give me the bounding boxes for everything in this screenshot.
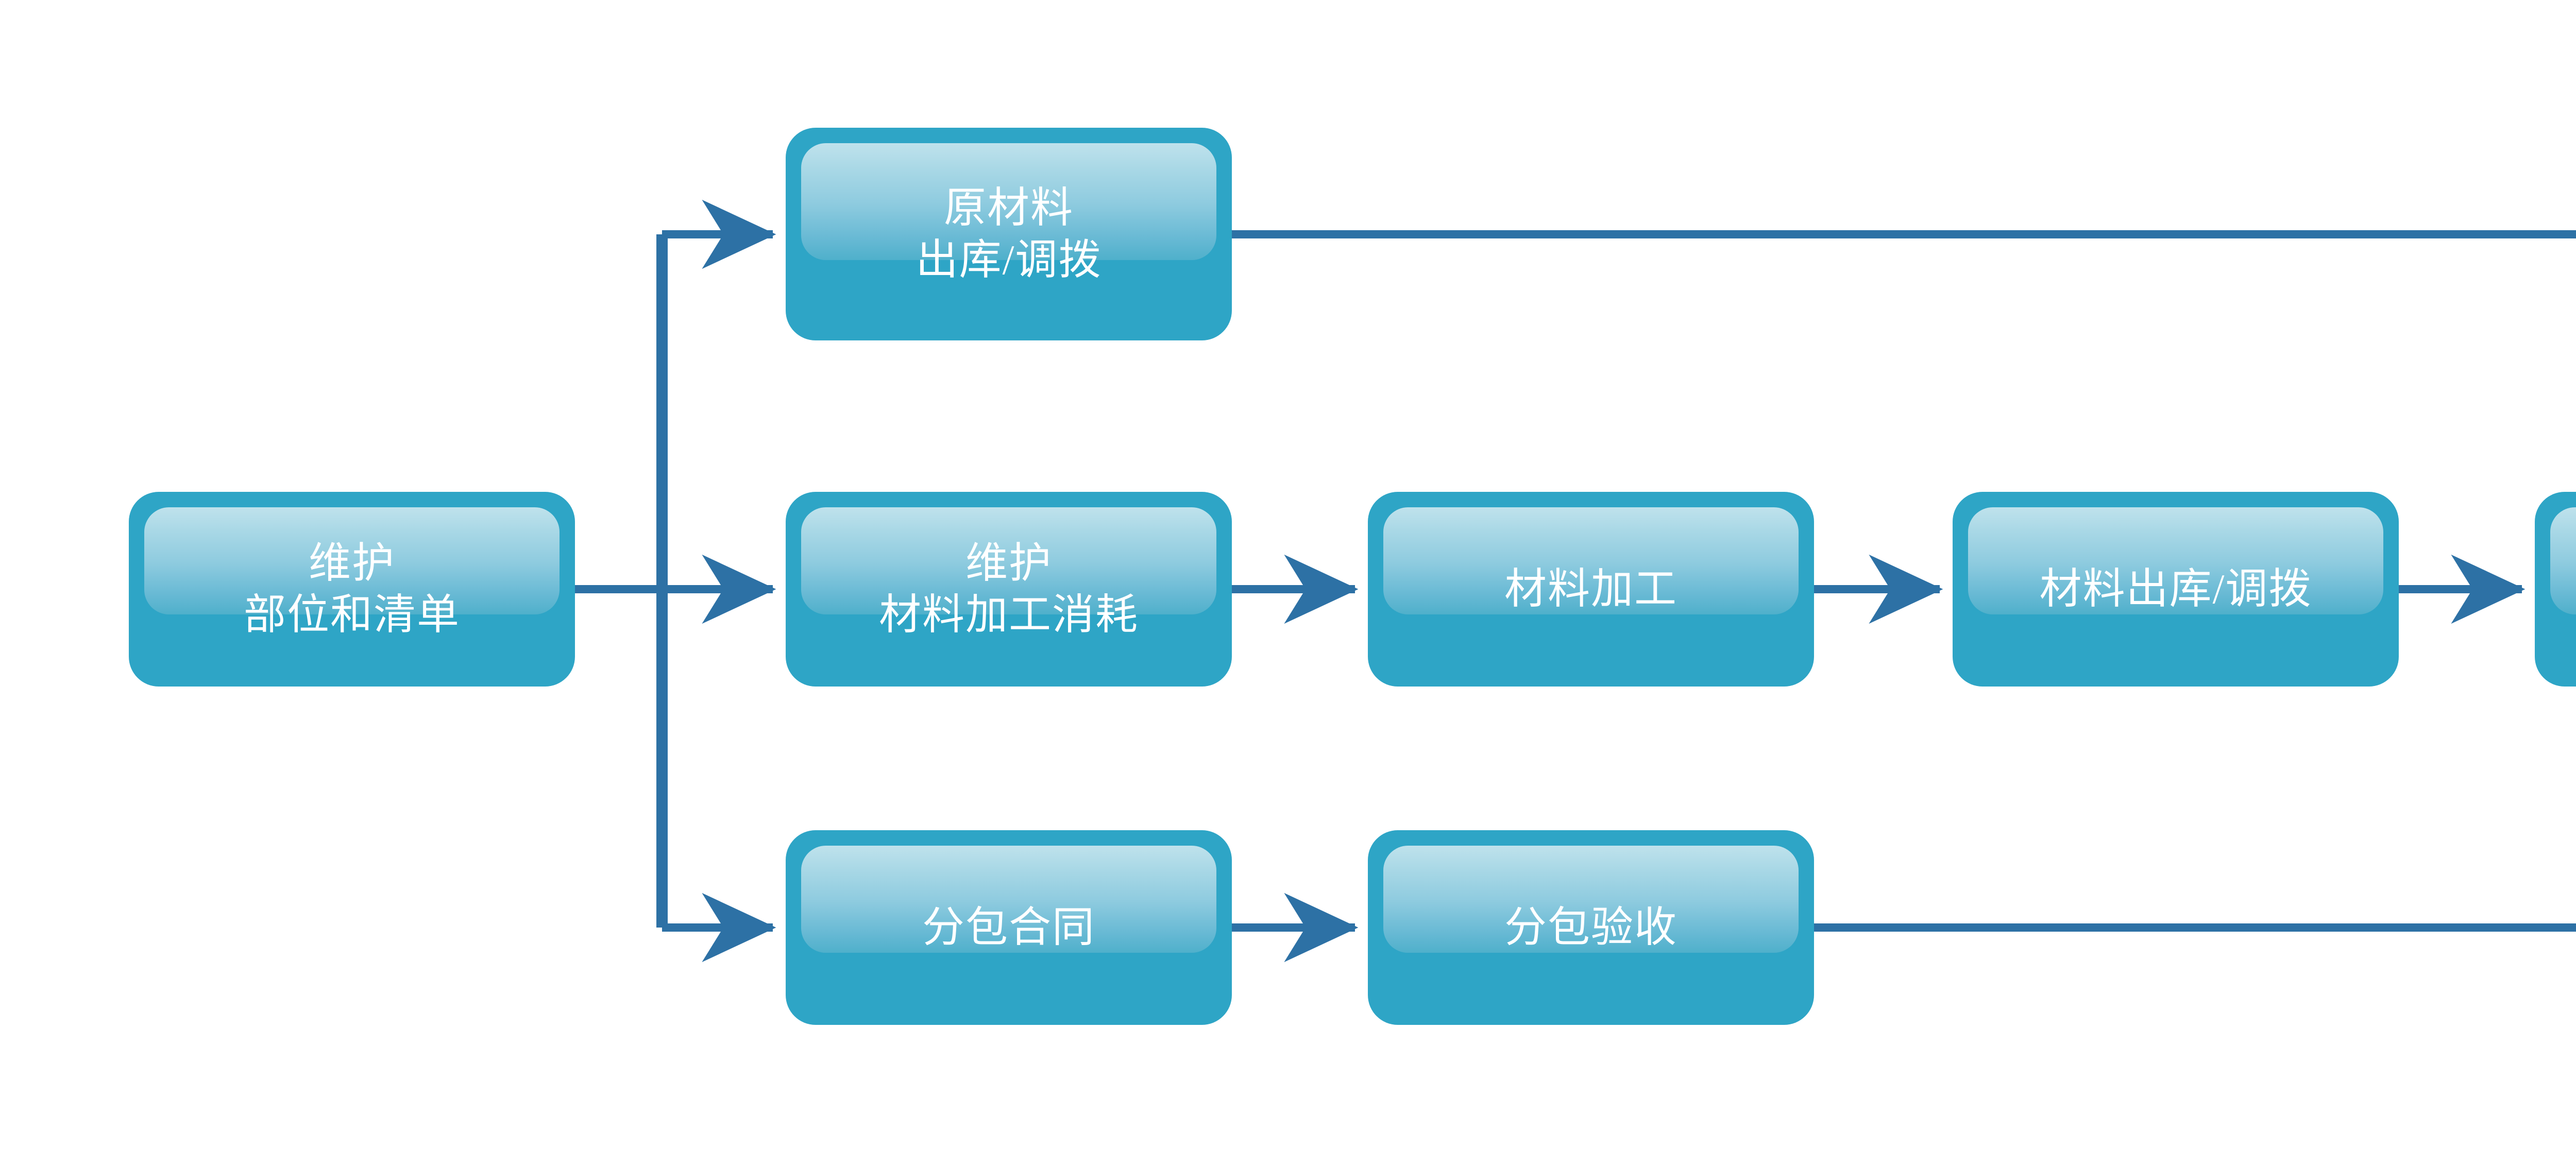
edge-acceptance-to-analysis <box>1814 923 2576 932</box>
node-subcontract-contract[interactable]: 分包合同 <box>786 830 1232 1025</box>
node-maintain-material-consumption[interactable]: 维护材料加工消耗 <box>786 492 1232 687</box>
node-label-line: 部位和清单 <box>243 591 460 638</box>
node-project-progress-analysis[interactable]: 工程进度分析 <box>2535 492 2576 687</box>
node-material-processing[interactable]: 材料加工 <box>1368 492 1814 687</box>
node-label-line: 材料出库/调拨 <box>2039 565 2312 612</box>
node-label-line: 分包验收 <box>1504 903 1677 951</box>
node-label-line: 材料加工 <box>1504 565 1677 612</box>
node-label: 分包合同 <box>786 830 1232 1025</box>
node-label: 原材料出库/调拨 <box>786 128 1232 340</box>
node-label-line: 分包合同 <box>922 903 1095 951</box>
node-label: 维护材料加工消耗 <box>786 492 1232 687</box>
node-label: 材料加工 <box>1368 492 1814 687</box>
node-label: 分包验收 <box>1368 830 1814 1025</box>
node-label: 维护部位和清单 <box>129 492 575 687</box>
node-label-line: 材料加工消耗 <box>878 591 1139 638</box>
node-label-line: 原材料 <box>943 184 1074 232</box>
node-maintain-parts-list[interactable]: 维护部位和清单 <box>129 492 575 687</box>
node-label: 工程进度分析 <box>2535 492 2576 687</box>
node-label: 材料出库/调拨 <box>1953 492 2399 687</box>
node-label-line: 维护 <box>308 539 395 587</box>
node-label-line: 维护 <box>965 539 1052 587</box>
node-label-line: 出库/调拨 <box>916 236 1102 283</box>
node-raw-material-out[interactable]: 原材料出库/调拨 <box>786 128 1232 340</box>
edge-raw-material-to-analysis <box>1232 230 2576 238</box>
node-material-out-transfer[interactable]: 材料出库/调拨 <box>1953 492 2399 687</box>
node-subcontract-acceptance[interactable]: 分包验收 <box>1368 830 1814 1025</box>
